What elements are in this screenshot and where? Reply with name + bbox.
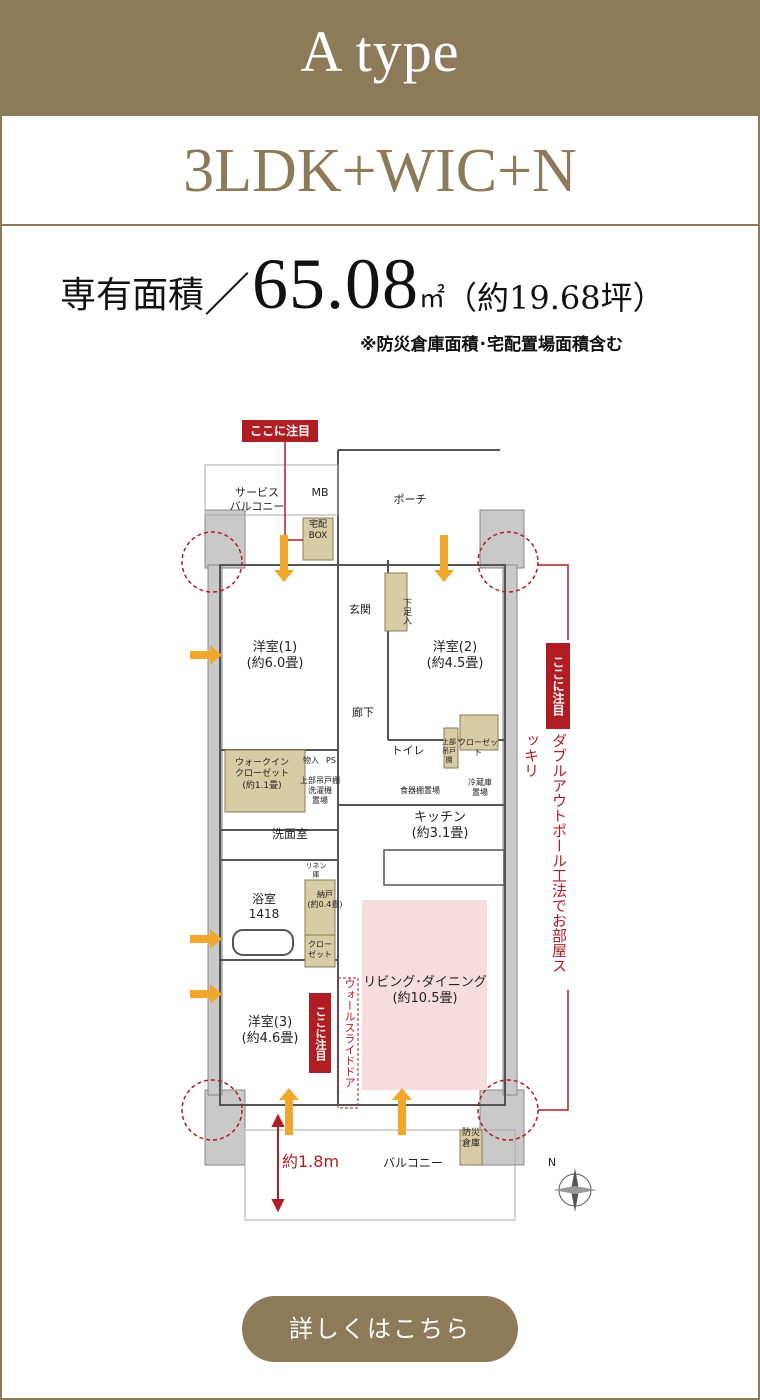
pantry-label: 納戸 (約0.4畳) (307, 890, 343, 909)
depth-label: 約1.8m (282, 1152, 340, 1171)
closet2-label: クロー ゼット (308, 940, 332, 959)
kitchen-label: キッチン (約3.1畳) (411, 810, 469, 842)
layout-name: 3LDK+WIC+N (183, 137, 577, 205)
fridge-label: 冷蔵庫 置場 (468, 778, 492, 797)
bathroom-label: 浴室 1418 (248, 892, 280, 921)
area-unit: ㎡ (419, 284, 446, 314)
living-highlight (362, 900, 487, 1090)
disaster-storage-label: 防災 倉庫 (461, 1128, 480, 1150)
western3-label: 洋室(3) (約4.6畳) (241, 1015, 299, 1047)
living-label: リビング･ダイニング (約10.5畳) (363, 975, 487, 1007)
floor-plan (181, 442, 597, 1221)
compass-icon (553, 1168, 597, 1212)
entrance-label: 玄関 (349, 603, 371, 616)
linen-label: リネン 庫 (305, 862, 327, 879)
area-note: ※防災倉庫面積･宅配置場面積含む (360, 335, 624, 355)
balcony-label: バルコニー (383, 1156, 443, 1170)
hallway-label: 廊下 (352, 706, 374, 719)
area-label: 専有面積 (60, 275, 205, 316)
walls (204, 509, 525, 1166)
header-band: A type (0, 0, 760, 116)
western1-label: 洋室(1) (約6.0畳) (246, 640, 304, 672)
details-button[interactable]: 詳しくはこちら (242, 1296, 518, 1362)
washroom-label: 洗面室 (271, 827, 308, 841)
ps-label: PS (326, 756, 336, 765)
delivery-box-label: 宅配 BOX (308, 520, 328, 542)
western2-label: 洋室(2) (約4.5畳) (426, 640, 484, 672)
door-callout-badge: ここに注目 (309, 993, 331, 1073)
right-callout-badge: ここに注目 (546, 643, 570, 729)
shoe-storage-label: 下足入 (401, 598, 411, 625)
top-callout-badge: ここに注目 (242, 420, 318, 442)
storage-label: 物入 (303, 756, 319, 765)
compass-n-label: N (547, 1156, 557, 1169)
type-title: A type (300, 19, 460, 84)
upper-storage-label: 上部 吊戸棚 (442, 738, 456, 764)
area-tsubo: （約19.68坪） (445, 279, 665, 317)
food-storage-label: 食器棚置場 (400, 786, 440, 795)
area-slash: ／ (204, 268, 251, 322)
toilet-label: トイレ (391, 744, 425, 757)
laundry-label: 上部吊戸棚 洗濯機 置場 (300, 776, 340, 805)
area-value: 65.08 (252, 244, 420, 324)
service-balcony-label: サービス バルコニー (229, 486, 285, 513)
storage-blocks (224, 517, 499, 1166)
wall-slide-door-label: ウォールスライドドア (343, 978, 356, 1088)
closet-label: クローゼット (458, 738, 498, 757)
wic-label: ウォークイン クローゼット (約1.1畳) (234, 758, 289, 791)
porch-label: ポーチ (393, 493, 427, 506)
area-row: 専有面積 ／ 65.08 ㎡ （約19.68坪） (60, 240, 710, 320)
right-callout-text: ダブルアウトポール工法でお部屋スッキリ (522, 733, 568, 973)
layout-band (0, 116, 760, 226)
mb-label: MB (311, 486, 329, 499)
